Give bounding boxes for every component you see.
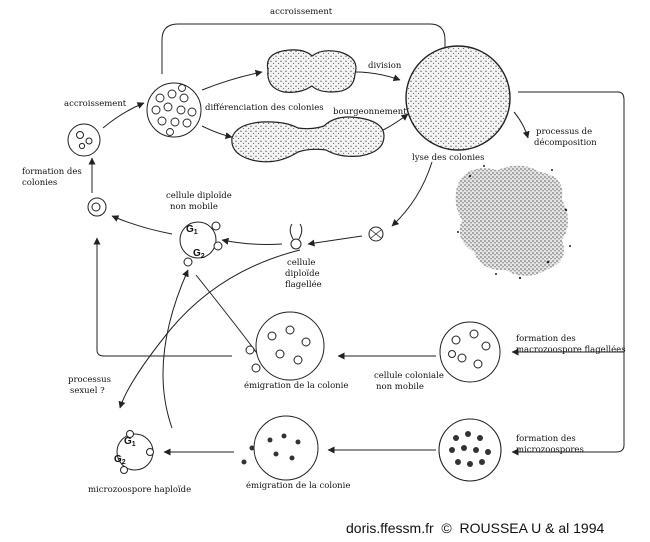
label-diploide-nm-1: cellule diploïde [166,191,232,201]
label-cellule-2: diploïde [285,269,320,279]
microzoospore-colony [438,418,502,482]
label-formation-1: formation des [22,167,82,177]
label-macro-2: macrozoospore flagellées [516,344,626,355]
label-lyse: lyse des colonies [412,153,484,163]
label-macro-1: formation des [516,334,576,344]
label-haploide: microzoospore haploïde [88,485,191,495]
label-formation-2: colonies [22,178,57,188]
label-coloniale-2: non mobile [376,382,424,392]
large-colony-sphere [405,45,511,151]
flagellate-cell-icon [289,223,303,250]
label-g2-haploid: G2 [114,454,126,466]
label-sexuel-1: processus [68,375,111,385]
label-processus-2: décomposition [534,137,597,148]
label-accroissement-left: accroissement [64,99,127,109]
label-division: division [368,61,402,71]
label-coloniale-1: cellule coloniale [374,371,444,381]
emigrating-colony-2 [241,415,319,481]
label-differenciation: différenciation des colonies [205,102,324,113]
label-emigration-1: émigration de la colonie [244,380,348,391]
lysed-cell-icon [368,226,384,242]
label-processus-1: processus de [536,127,592,137]
budding-colony-blob [231,116,385,163]
label-micro-1: formation des [516,434,576,444]
diploid-cycle [179,221,223,267]
label-diploide-nm-2: non mobile [170,202,218,212]
label-g1-haploid: G1 [124,436,136,448]
label-g2-diploid: G2 [193,248,205,260]
label-sexuel-2: sexuel ? [70,386,105,396]
forming-colony-icon [87,197,107,217]
label-bourgeonnement: bourgeonnement [333,107,407,117]
connector-arrows [88,23,625,456]
dividing-colony-blob [266,49,357,93]
label-accroissement-top: accroissement [270,7,333,17]
macrozoospore-colony [439,321,501,383]
haploid-cycle [116,430,154,474]
decomposition-cloud [455,165,571,280]
label-micro-2: microzoospores [516,445,584,455]
emigrating-colony-1 [245,311,325,381]
label-cellule-3: flagellée [285,279,322,290]
label-cellule-1: cellule [287,258,315,268]
differentiated-colony-icon [146,82,202,138]
small-colony-icon [67,123,101,157]
label-g1-diploid: G1 [186,224,198,236]
label-emigration-2: émigration de la colonie [246,480,350,491]
credit-line: doris.ffessm.fr © ROUSSEA U & al 1994 [346,520,604,536]
